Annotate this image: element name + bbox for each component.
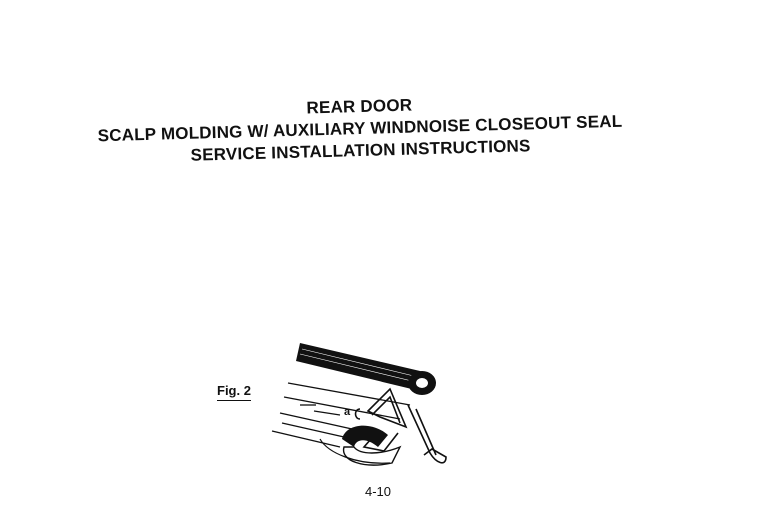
molding-body bbox=[271, 382, 411, 448]
callout-letter: a bbox=[344, 406, 351, 418]
clip-profile bbox=[354, 387, 447, 464]
seal-roll bbox=[296, 343, 436, 395]
figure-label: Fig. 2 bbox=[217, 383, 251, 401]
molding-seal-illustration: a bbox=[271, 343, 447, 466]
page-number: 4-10 bbox=[364, 484, 392, 499]
seal-lip bbox=[319, 425, 402, 466]
document-title: REAR DOOR SCALP MOLDING W/ AUXILIARY WIN… bbox=[39, 87, 681, 171]
